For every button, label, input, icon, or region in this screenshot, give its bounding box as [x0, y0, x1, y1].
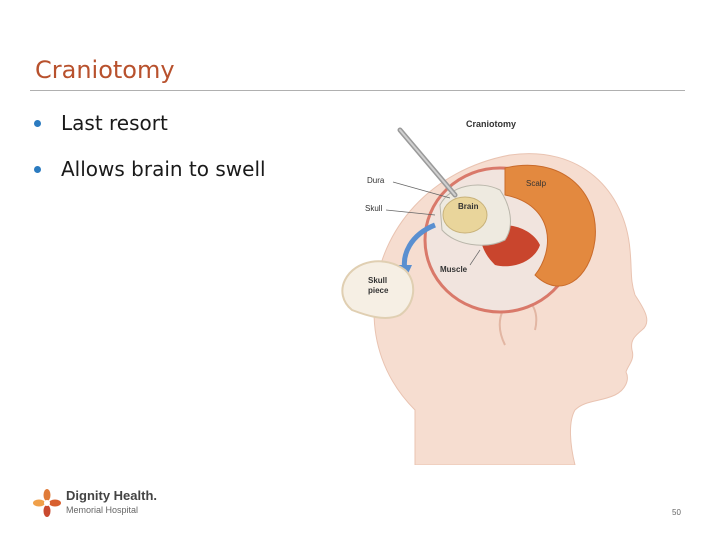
label-skull-piece-1: Skull — [368, 276, 387, 285]
page-number: 50 — [672, 508, 681, 517]
star-logo-icon — [33, 489, 61, 517]
label-muscle: Muscle — [440, 265, 468, 274]
craniotomy-illustration: Craniotomy Dura Skull Brain Scalp Muscle… — [330, 110, 670, 466]
craniotomy-diagram: Craniotomy Dura Skull Brain Scalp Muscle… — [341, 119, 648, 466]
logo-subtitle: Memorial Hospital — [66, 505, 139, 515]
label-dura: Dura — [367, 176, 385, 185]
logo-name: Dignity Health. — [66, 488, 158, 503]
label-brain: Brain — [458, 202, 479, 211]
scalp-flap — [504, 164, 596, 287]
label-skull: Skull — [365, 204, 383, 213]
figure-heading: Craniotomy — [466, 119, 516, 129]
bullet-item: Last resort — [34, 110, 266, 136]
bullet-text: Allows brain to swell — [61, 157, 266, 181]
bullet-list: Last resort Allows brain to swell — [34, 110, 266, 182]
bullet-dot-icon — [34, 165, 41, 173]
brain-exposed — [442, 196, 488, 234]
label-skull-piece-2: piece — [368, 286, 389, 295]
bullet-dot-icon — [34, 119, 41, 127]
label-scalp: Scalp — [526, 179, 547, 188]
slide-title: Craniotomy — [35, 56, 175, 84]
bullet-item: Allows brain to swell — [34, 156, 266, 182]
title-divider — [30, 90, 685, 91]
dignity-health-logo: Dignity Health. Memorial Hospital — [32, 488, 162, 520]
skull-piece — [341, 260, 415, 319]
bullet-text: Last resort — [61, 111, 168, 135]
